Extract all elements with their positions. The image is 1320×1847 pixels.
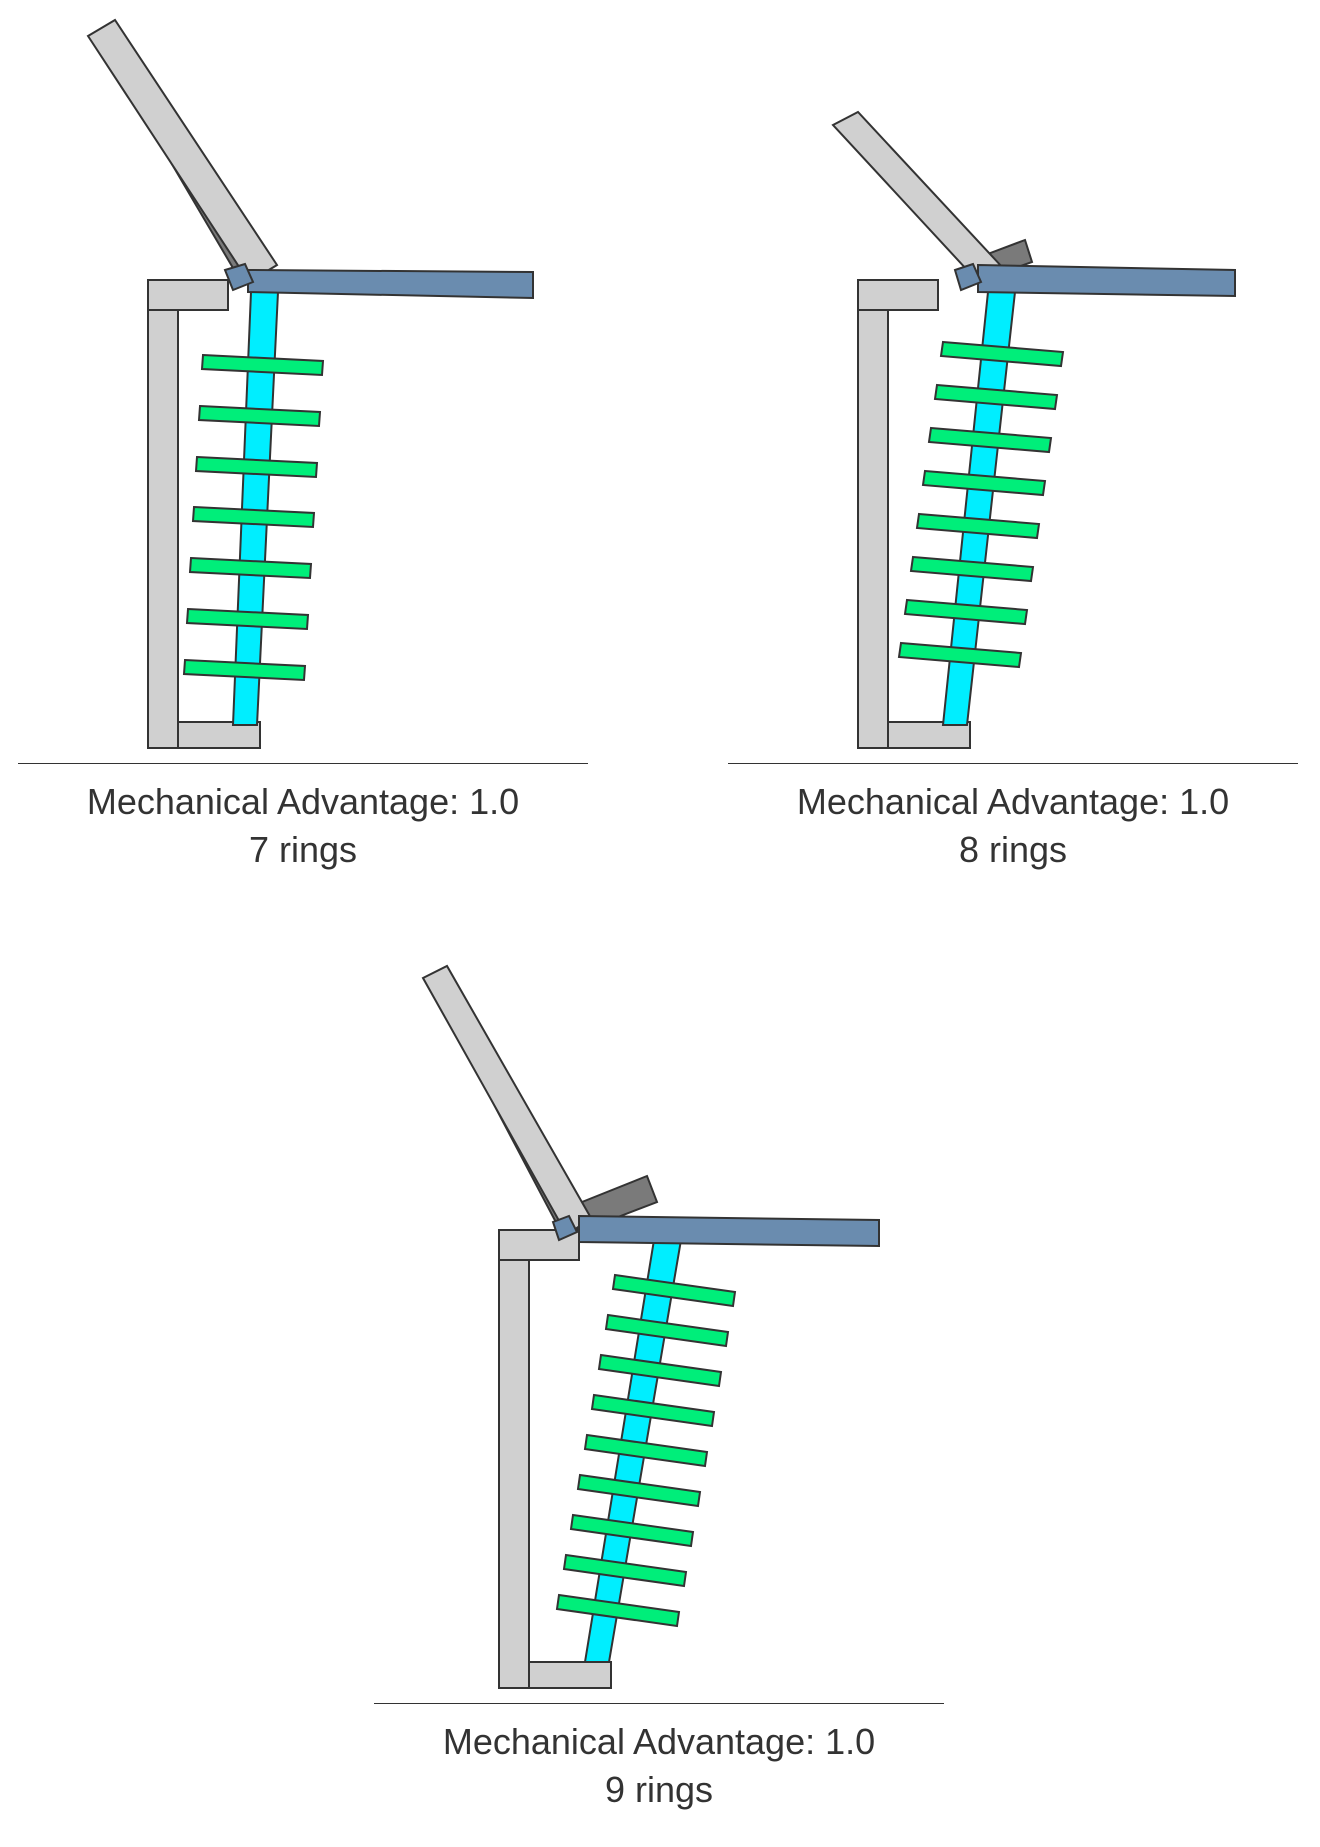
ring-stack bbox=[182, 353, 325, 682]
spring-ring bbox=[903, 598, 1029, 626]
frame-top bbox=[857, 279, 939, 311]
advantage-label: Mechanical Advantage: 1.0 bbox=[796, 781, 1230, 822]
spring-ring bbox=[921, 469, 1047, 497]
spring-ring bbox=[597, 1353, 723, 1388]
spring-ring bbox=[909, 555, 1035, 583]
lever-arm bbox=[86, 18, 279, 284]
frame-post bbox=[857, 279, 889, 749]
lever-arm bbox=[421, 964, 593, 1237]
spring-ring bbox=[611, 1273, 737, 1308]
mechanism-diagram bbox=[421, 964, 880, 1689]
mechanism-panel-9-rings: Mechanical Advantage: 1.0 9 rings bbox=[369, 940, 949, 1820]
spring-ring bbox=[927, 426, 1053, 454]
spring-ring bbox=[569, 1513, 695, 1548]
spring-ring bbox=[583, 1433, 709, 1468]
spring-ring bbox=[197, 404, 322, 428]
ring-stack bbox=[555, 1273, 737, 1628]
spring-ring bbox=[200, 353, 325, 377]
frame-base bbox=[177, 721, 261, 749]
ground-line bbox=[374, 1703, 944, 1704]
rings-label: 8 rings bbox=[958, 829, 1068, 870]
ground-line bbox=[728, 763, 1298, 764]
spring-ring bbox=[185, 607, 310, 631]
lever-arm bbox=[831, 110, 1005, 287]
caption: Mechanical Advantage: 1.0 9 rings bbox=[369, 1718, 949, 1814]
spring-ring bbox=[590, 1393, 716, 1428]
spring-ring bbox=[191, 505, 316, 529]
spring-ring bbox=[933, 383, 1059, 411]
spring-ring bbox=[182, 658, 307, 682]
spring-ring bbox=[194, 455, 319, 479]
caption: Mechanical Advantage: 1.0 7 rings bbox=[13, 778, 593, 874]
ground-line bbox=[18, 763, 588, 764]
spring-ring bbox=[897, 641, 1023, 669]
hinge-block bbox=[551, 1214, 579, 1242]
mechanism-panel-7-rings: Mechanical Advantage: 1.0 7 rings bbox=[13, 0, 593, 880]
top-plate bbox=[247, 268, 534, 300]
frame-post bbox=[147, 279, 179, 749]
hinge-block bbox=[953, 262, 983, 292]
hinge-block bbox=[223, 262, 255, 292]
rings-label: 7 rings bbox=[248, 829, 358, 870]
ring-stack bbox=[897, 340, 1065, 669]
spring-ring bbox=[555, 1593, 681, 1628]
mechanism-panel-8-rings: Mechanical Advantage: 1.0 8 rings bbox=[723, 0, 1303, 880]
frame-base bbox=[528, 1661, 612, 1689]
spring-ring bbox=[604, 1313, 730, 1348]
spring-ring bbox=[576, 1473, 702, 1508]
caption: Mechanical Advantage: 1.0 8 rings bbox=[723, 778, 1303, 874]
spring-ring bbox=[939, 340, 1065, 368]
spring-ring bbox=[188, 556, 313, 580]
advantage-label: Mechanical Advantage: 1.0 bbox=[86, 781, 520, 822]
frame-top bbox=[147, 279, 229, 311]
frame-post bbox=[498, 1229, 530, 1689]
rings-label: 9 rings bbox=[604, 1769, 714, 1810]
advantage-label: Mechanical Advantage: 1.0 bbox=[442, 1721, 876, 1762]
frame-base bbox=[887, 721, 971, 749]
mechanism-diagram bbox=[86, 18, 534, 749]
top-plate bbox=[977, 263, 1236, 298]
spring-ring bbox=[562, 1553, 688, 1588]
spring-ring bbox=[915, 512, 1041, 540]
mechanism-diagram bbox=[831, 110, 1236, 749]
top-plate bbox=[578, 1214, 880, 1248]
